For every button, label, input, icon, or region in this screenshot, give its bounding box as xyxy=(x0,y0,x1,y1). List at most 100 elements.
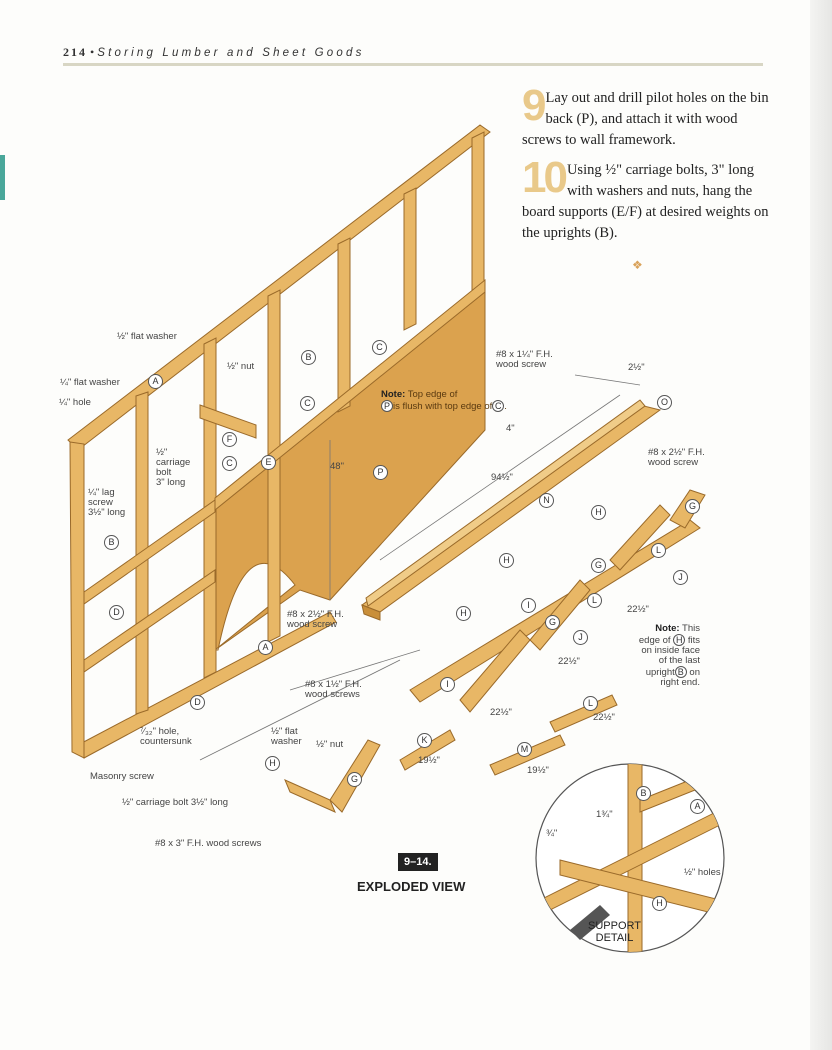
label-screw-1-5: #8 x 1½" F.H. wood screws xyxy=(305,679,362,700)
support-detail-title: SUPPORT DETAIL xyxy=(588,920,641,944)
end-support-h xyxy=(284,779,336,813)
part-callout: G xyxy=(591,558,606,573)
part-callout: H xyxy=(265,756,280,771)
label-carriage-bolt-bottom: ½" carriage bolt 3½" long xyxy=(122,797,229,808)
stud xyxy=(403,187,417,331)
part-callout: G xyxy=(347,772,362,787)
figure-title: EXPLODED VIEW xyxy=(357,879,466,894)
stud xyxy=(337,237,351,413)
label-dim-19-a: 19½" xyxy=(418,755,440,766)
part-callout: H xyxy=(591,505,606,520)
part-callout: C xyxy=(222,456,237,471)
label-half-nut: ½" nut xyxy=(227,361,255,372)
part-callout: H xyxy=(499,553,514,568)
part-callout: B xyxy=(674,666,687,678)
part-callout: J xyxy=(573,630,588,645)
label-flat-washer-quarter: ¼" flat washer xyxy=(60,377,120,388)
part-callout: L xyxy=(587,593,602,608)
step-text: Using ½" carriage bolts, 3" long with wa… xyxy=(522,162,769,241)
label-quarter-hole: ¼" hole xyxy=(59,397,91,408)
cleat xyxy=(83,569,216,673)
part-callout: K xyxy=(417,733,432,748)
section-title: Storing Lumber and Sheet Goods xyxy=(97,47,365,59)
support-k xyxy=(399,729,456,771)
ornament-icon: ❖ xyxy=(632,258,643,272)
part-callout: O xyxy=(657,395,672,410)
page-number: 214 xyxy=(63,45,87,59)
part-callout: C xyxy=(300,396,315,411)
note-lead: Note: xyxy=(381,389,406,400)
part-callout: A xyxy=(690,799,705,814)
part-callout: G xyxy=(685,499,700,514)
shelf-lip xyxy=(361,604,381,621)
step-9: 9 Lay out and drill pilot holes on the b… xyxy=(522,81,772,151)
part-callout: B xyxy=(301,350,316,365)
detail-title-line: DETAIL xyxy=(595,932,634,944)
label-masonry-screw: Masonry screw xyxy=(90,771,154,782)
stud xyxy=(69,441,85,759)
part-callout: E xyxy=(261,455,276,470)
label-detail-holes: ½" holes xyxy=(684,867,721,878)
note-last-upright: Note: This edge of H fits on inside face… xyxy=(634,624,700,688)
part-callout: J xyxy=(673,570,688,585)
label-dim-22-b: 22½" xyxy=(558,656,580,667)
label-carriage-bolt: ½" carriage bolt 3" long xyxy=(156,447,191,488)
part-callout: D xyxy=(109,605,124,620)
part-callout: P xyxy=(381,400,393,412)
label-detail-dim-b: ¾" xyxy=(546,828,558,839)
part-callout: A xyxy=(148,374,163,389)
shelf-lip xyxy=(365,399,646,607)
label-screw-1-25: #8 x 1¼" F.H. wood screw xyxy=(496,349,553,370)
part-callout: F xyxy=(222,432,237,447)
label-screw-2-5-left: #8 x 2½" F.H. wood screw xyxy=(287,609,344,630)
label-detail-dim-a: 1¾" xyxy=(596,809,613,820)
label-nut-bottom: ½" nut xyxy=(316,739,344,750)
label-lag-screw: ¼" lag screw 3½" long xyxy=(88,487,126,518)
label-height-48: 48" xyxy=(330,461,344,472)
cleat xyxy=(83,499,216,605)
figure-number: 9–14. xyxy=(398,853,438,871)
support-arm xyxy=(609,504,671,571)
part-callout: I xyxy=(521,598,536,613)
support-arm xyxy=(529,579,591,651)
part-callout: C xyxy=(492,400,505,412)
step-number: 10 xyxy=(522,153,568,202)
label-screw-3: #8 x 3" F.H. wood screws xyxy=(155,838,262,849)
label-flat-washer-half: ½" flat washer xyxy=(117,331,177,342)
note-text: on right end. xyxy=(660,667,700,688)
part-callout: M xyxy=(517,742,532,757)
part-callout: D xyxy=(190,695,205,710)
label-dim-19-b: 19½" xyxy=(527,765,549,776)
header-rule xyxy=(63,63,763,66)
label-countersunk-hole: ⁷⁄₃₂" hole, countersunk xyxy=(140,726,192,747)
bullet: • xyxy=(90,45,95,59)
label-dim-2-5: 2½" xyxy=(628,362,645,373)
label-dim-22-a: 22½" xyxy=(627,604,649,615)
part-callout: I xyxy=(440,677,455,692)
part-callout: H xyxy=(652,896,667,911)
label-screw-2-5-right: #8 x 2½" F.H. wood screw xyxy=(648,447,705,468)
note-text: Top edge of xyxy=(407,389,458,400)
part-callout: H xyxy=(456,606,471,621)
note-text: is flush with top edge of xyxy=(393,401,493,412)
stud xyxy=(471,131,485,295)
label-flat-washer-bottom: ½" flat washer xyxy=(271,726,302,747)
step-text: Lay out and drill pilot holes on the bin… xyxy=(522,90,769,148)
part-callout: C xyxy=(372,340,387,355)
part-callout: H xyxy=(673,634,686,646)
chapter-tab xyxy=(0,155,5,200)
note-lead: Note: xyxy=(655,623,680,634)
note-text: This edge of xyxy=(638,623,700,646)
part-callout: G xyxy=(545,615,560,630)
part-callout: L xyxy=(583,696,598,711)
step-number: 9 xyxy=(522,81,547,130)
part-callout: L xyxy=(651,543,666,558)
label-dim-4: 4" xyxy=(506,423,515,434)
part-callout: A xyxy=(258,640,273,655)
label-dim-22-d: 22½" xyxy=(593,712,615,723)
page-edge xyxy=(810,0,832,1050)
note-text: . xyxy=(504,401,507,412)
part-callout: B xyxy=(104,535,119,550)
part-callout: N xyxy=(539,493,554,508)
